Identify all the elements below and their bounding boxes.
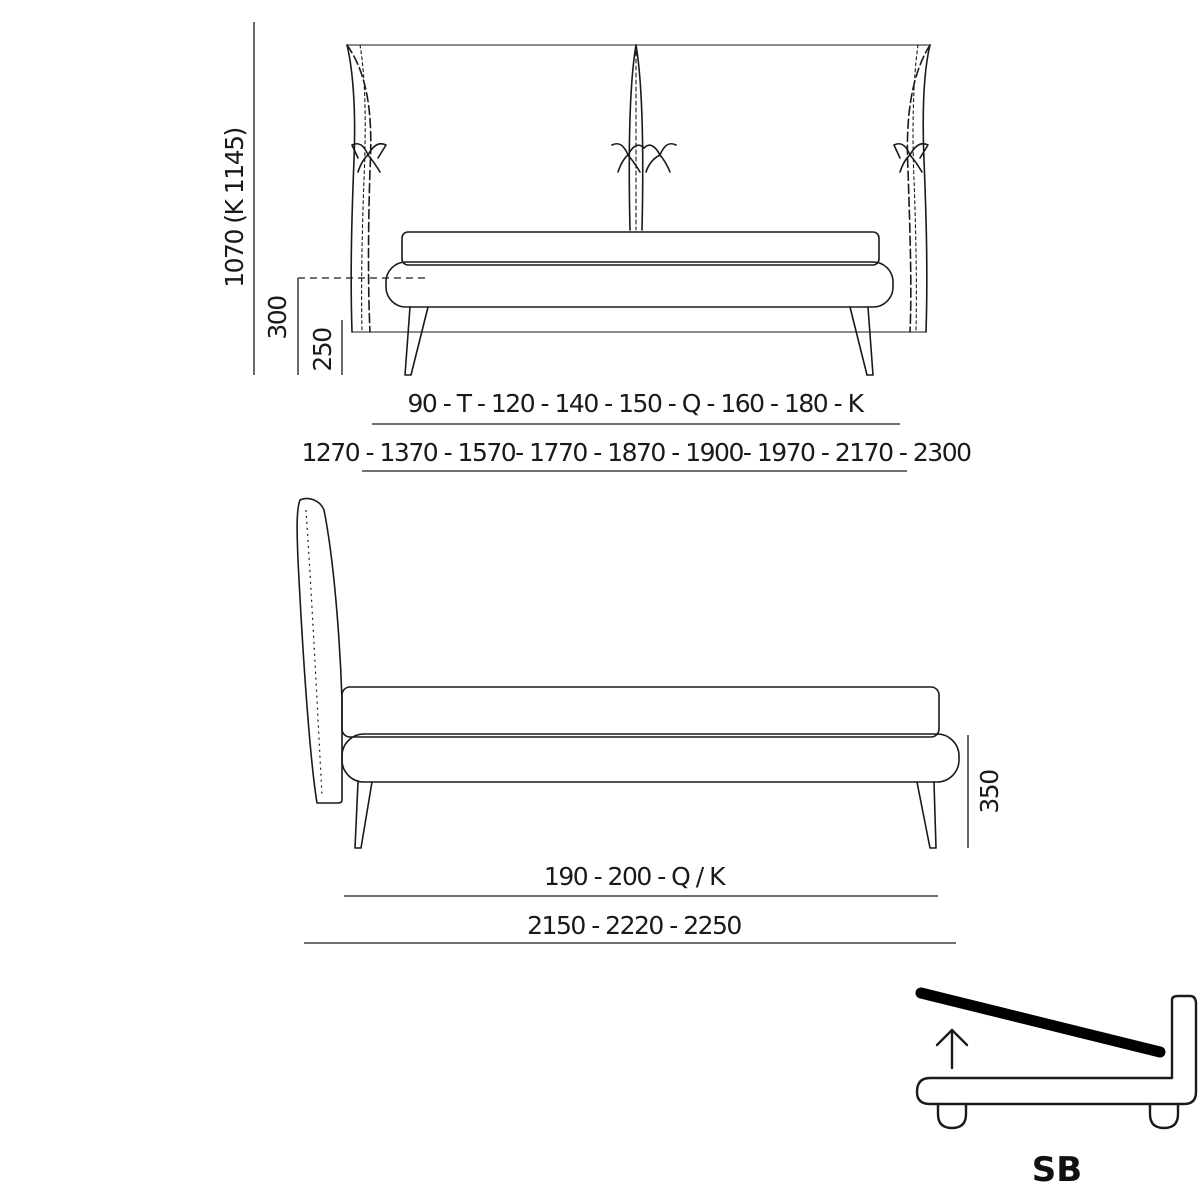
side-bed-frame: [341, 733, 960, 783]
side-leg-right: [916, 781, 937, 849]
front-view: 1070 (K 1145) 300 250 90 - T - 120 - 140…: [220, 22, 973, 472]
side-height-label: 350: [975, 770, 1004, 814]
side-view: 350 190 - 200 - Q / K 2150 - 2220 - 2250: [296, 497, 1004, 944]
front-overall-widths-label: 1270 - 1370 - 1570- 1770 - 1870 - 1900- …: [301, 438, 971, 467]
arrow-up-icon: [935, 1028, 969, 1070]
front-leg-height-label: 250: [308, 328, 337, 372]
front-leg-right: [849, 306, 874, 376]
side-headboard: [296, 497, 343, 804]
front-mattress-sizes-label: 90 - T - 120 - 140 - 150 - Q - 160 - 180…: [407, 389, 864, 418]
storage-bed-base: [915, 994, 1198, 1106]
side-mattress-lengths-label: 190 - 200 - Q / K: [544, 862, 726, 891]
storage-bed-foot-right: [1148, 1102, 1180, 1130]
bow-tie-left-icon: [351, 142, 387, 173]
storage-icon-label: SB: [1032, 1150, 1082, 1190]
storage-bed-icon: SB: [915, 987, 1198, 1190]
front-frame-height-label: 300: [263, 296, 292, 340]
side-leg-left: [354, 781, 373, 849]
bow-tie-center-icon: [611, 142, 677, 173]
front-headboard: [346, 44, 931, 333]
storage-bed-foot-left: [936, 1102, 968, 1130]
side-mattress: [341, 686, 940, 738]
storage-lid: [915, 987, 1166, 1058]
bow-tie-right-icon: [893, 142, 929, 173]
front-bed-frame: [385, 261, 894, 308]
front-height-label: 1070 (K 1145): [220, 128, 249, 288]
front-leg-left: [404, 306, 429, 376]
front-mattress: [401, 231, 880, 266]
side-overall-lengths-label: 2150 - 2220 - 2250: [527, 911, 741, 940]
